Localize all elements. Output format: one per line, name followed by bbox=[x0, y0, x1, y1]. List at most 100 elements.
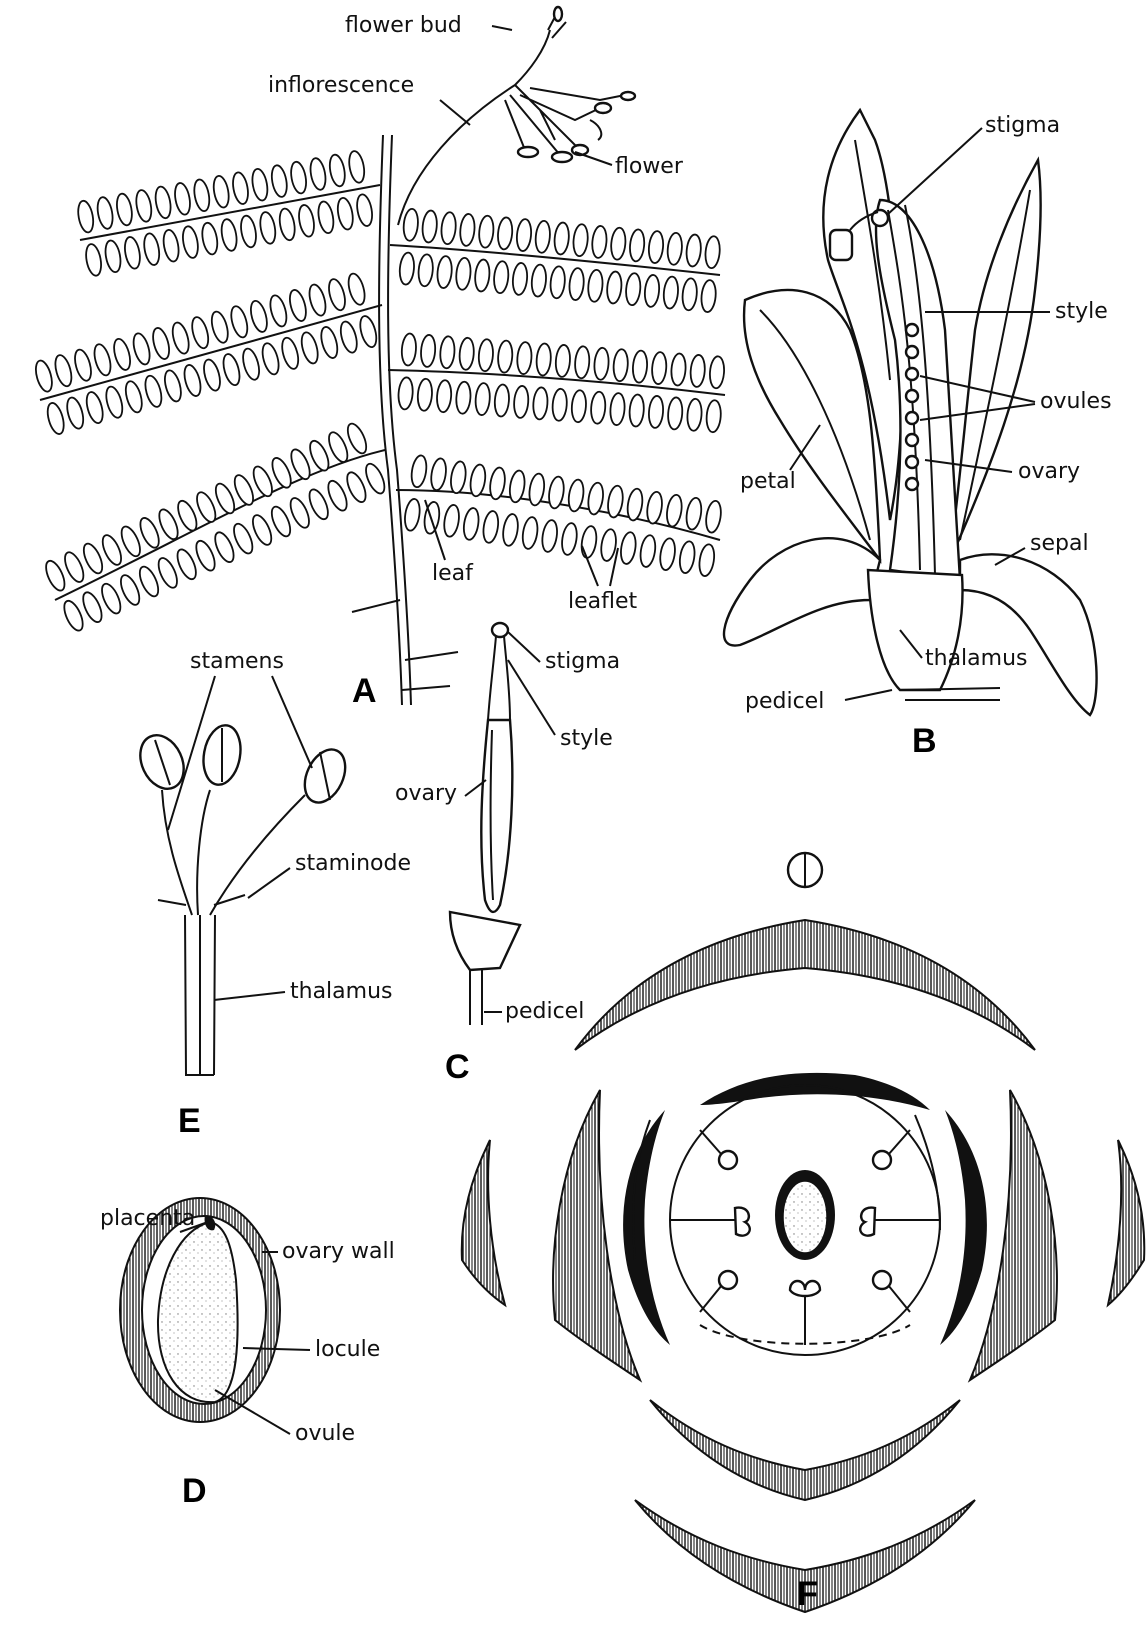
leaflet bbox=[632, 350, 648, 383]
label-b-petal: petal bbox=[740, 469, 796, 494]
leaflet bbox=[181, 225, 201, 259]
leaflet bbox=[200, 222, 220, 256]
label-c-stigma: stigma bbox=[545, 649, 620, 674]
leaflet bbox=[651, 352, 667, 385]
leaflet bbox=[209, 310, 231, 345]
leaflet bbox=[516, 219, 533, 252]
leaflet bbox=[459, 213, 476, 246]
leaflet bbox=[410, 454, 429, 488]
leaflet bbox=[306, 283, 328, 318]
label-b-ovules: ovules bbox=[1040, 389, 1112, 414]
leaflet bbox=[142, 374, 164, 409]
leaflet bbox=[613, 349, 629, 382]
label-d-locule: locule bbox=[315, 1337, 380, 1362]
leaflet bbox=[231, 473, 257, 508]
leaflet bbox=[219, 218, 239, 252]
leaflet bbox=[706, 400, 722, 433]
panel-f-floral-diagram bbox=[462, 853, 1145, 1612]
leaflet bbox=[211, 530, 237, 565]
leaflet bbox=[678, 540, 697, 574]
label-e-thalamus: thalamus bbox=[290, 979, 392, 1004]
leaflet bbox=[45, 401, 67, 436]
leaflet bbox=[267, 294, 289, 329]
leaflet bbox=[123, 236, 143, 270]
leaflet bbox=[269, 455, 295, 490]
leaflet bbox=[155, 555, 181, 590]
leaflet bbox=[488, 467, 507, 501]
leaflet bbox=[560, 522, 579, 556]
leaflet bbox=[72, 348, 94, 383]
thalamus bbox=[868, 570, 963, 690]
leaflet bbox=[231, 171, 251, 205]
sepal-top bbox=[575, 920, 1035, 1050]
panel-e-stamens bbox=[132, 722, 353, 1075]
label-d-ovule: ovule bbox=[295, 1421, 355, 1446]
panel-label-d: D bbox=[182, 1472, 207, 1510]
leaflet bbox=[338, 320, 360, 355]
leaflet bbox=[174, 498, 200, 533]
sepal-lower-right bbox=[960, 554, 1097, 715]
bract-left bbox=[462, 1140, 505, 1305]
leaflet bbox=[240, 347, 262, 382]
leaflet bbox=[436, 380, 452, 413]
leaflet bbox=[189, 315, 211, 350]
leaflet bbox=[76, 200, 96, 234]
leaflet bbox=[61, 598, 87, 633]
leaflet bbox=[230, 521, 256, 556]
panel-c-pistil bbox=[450, 623, 520, 1025]
leaflet bbox=[357, 314, 379, 349]
leaflet bbox=[474, 259, 491, 292]
leaflet bbox=[316, 200, 336, 234]
flower-cluster bbox=[505, 7, 635, 162]
leaflet bbox=[553, 222, 570, 255]
leaflet bbox=[625, 273, 642, 306]
leaflet bbox=[397, 377, 413, 410]
leaflet bbox=[449, 460, 468, 494]
leaflet bbox=[249, 513, 275, 548]
leaflet bbox=[469, 464, 488, 498]
leaflet bbox=[439, 336, 455, 369]
leaflet bbox=[521, 516, 540, 550]
leaflet bbox=[250, 464, 276, 499]
leaflet bbox=[455, 381, 471, 414]
label-b-sepal: sepal bbox=[1030, 531, 1089, 556]
leaflet bbox=[52, 353, 74, 388]
leaflet bbox=[402, 208, 419, 241]
leaflet bbox=[704, 500, 723, 534]
leaflet bbox=[161, 229, 181, 263]
label-b-pedicel: pedicel bbox=[745, 689, 824, 714]
leaflet bbox=[532, 387, 548, 420]
leaflet bbox=[98, 581, 124, 616]
leaflet bbox=[258, 211, 278, 245]
label-b-stigma: stigma bbox=[985, 113, 1060, 138]
leaflet bbox=[123, 380, 145, 415]
label-leaf: leaf bbox=[432, 561, 474, 586]
leaflet bbox=[497, 217, 514, 250]
leaflet bbox=[690, 354, 706, 387]
label-d-placenta: placenta bbox=[100, 1206, 195, 1231]
leaflet bbox=[665, 494, 684, 528]
leaflet bbox=[667, 397, 683, 430]
leaflet bbox=[658, 537, 677, 571]
leaflet bbox=[493, 261, 510, 294]
leaflet bbox=[80, 541, 106, 576]
leaflet bbox=[288, 447, 314, 482]
label-e-stamens: stamens bbox=[190, 649, 284, 674]
leaflet bbox=[117, 573, 143, 608]
leaflet bbox=[568, 268, 585, 301]
leaflet bbox=[134, 189, 154, 223]
leaflet bbox=[644, 274, 661, 307]
leaflet bbox=[403, 498, 422, 532]
label-c-pedicel: pedicel bbox=[505, 999, 584, 1024]
leaflet bbox=[606, 485, 625, 519]
leaflet bbox=[308, 157, 328, 191]
leaflet bbox=[79, 590, 105, 625]
leaflet bbox=[91, 343, 113, 378]
leaflet bbox=[478, 339, 494, 372]
leaflet bbox=[685, 497, 704, 531]
label-b-ovary: ovary bbox=[1018, 459, 1080, 484]
leaflet bbox=[685, 234, 702, 267]
pedicel bbox=[900, 688, 1000, 700]
leaflet bbox=[610, 227, 627, 260]
